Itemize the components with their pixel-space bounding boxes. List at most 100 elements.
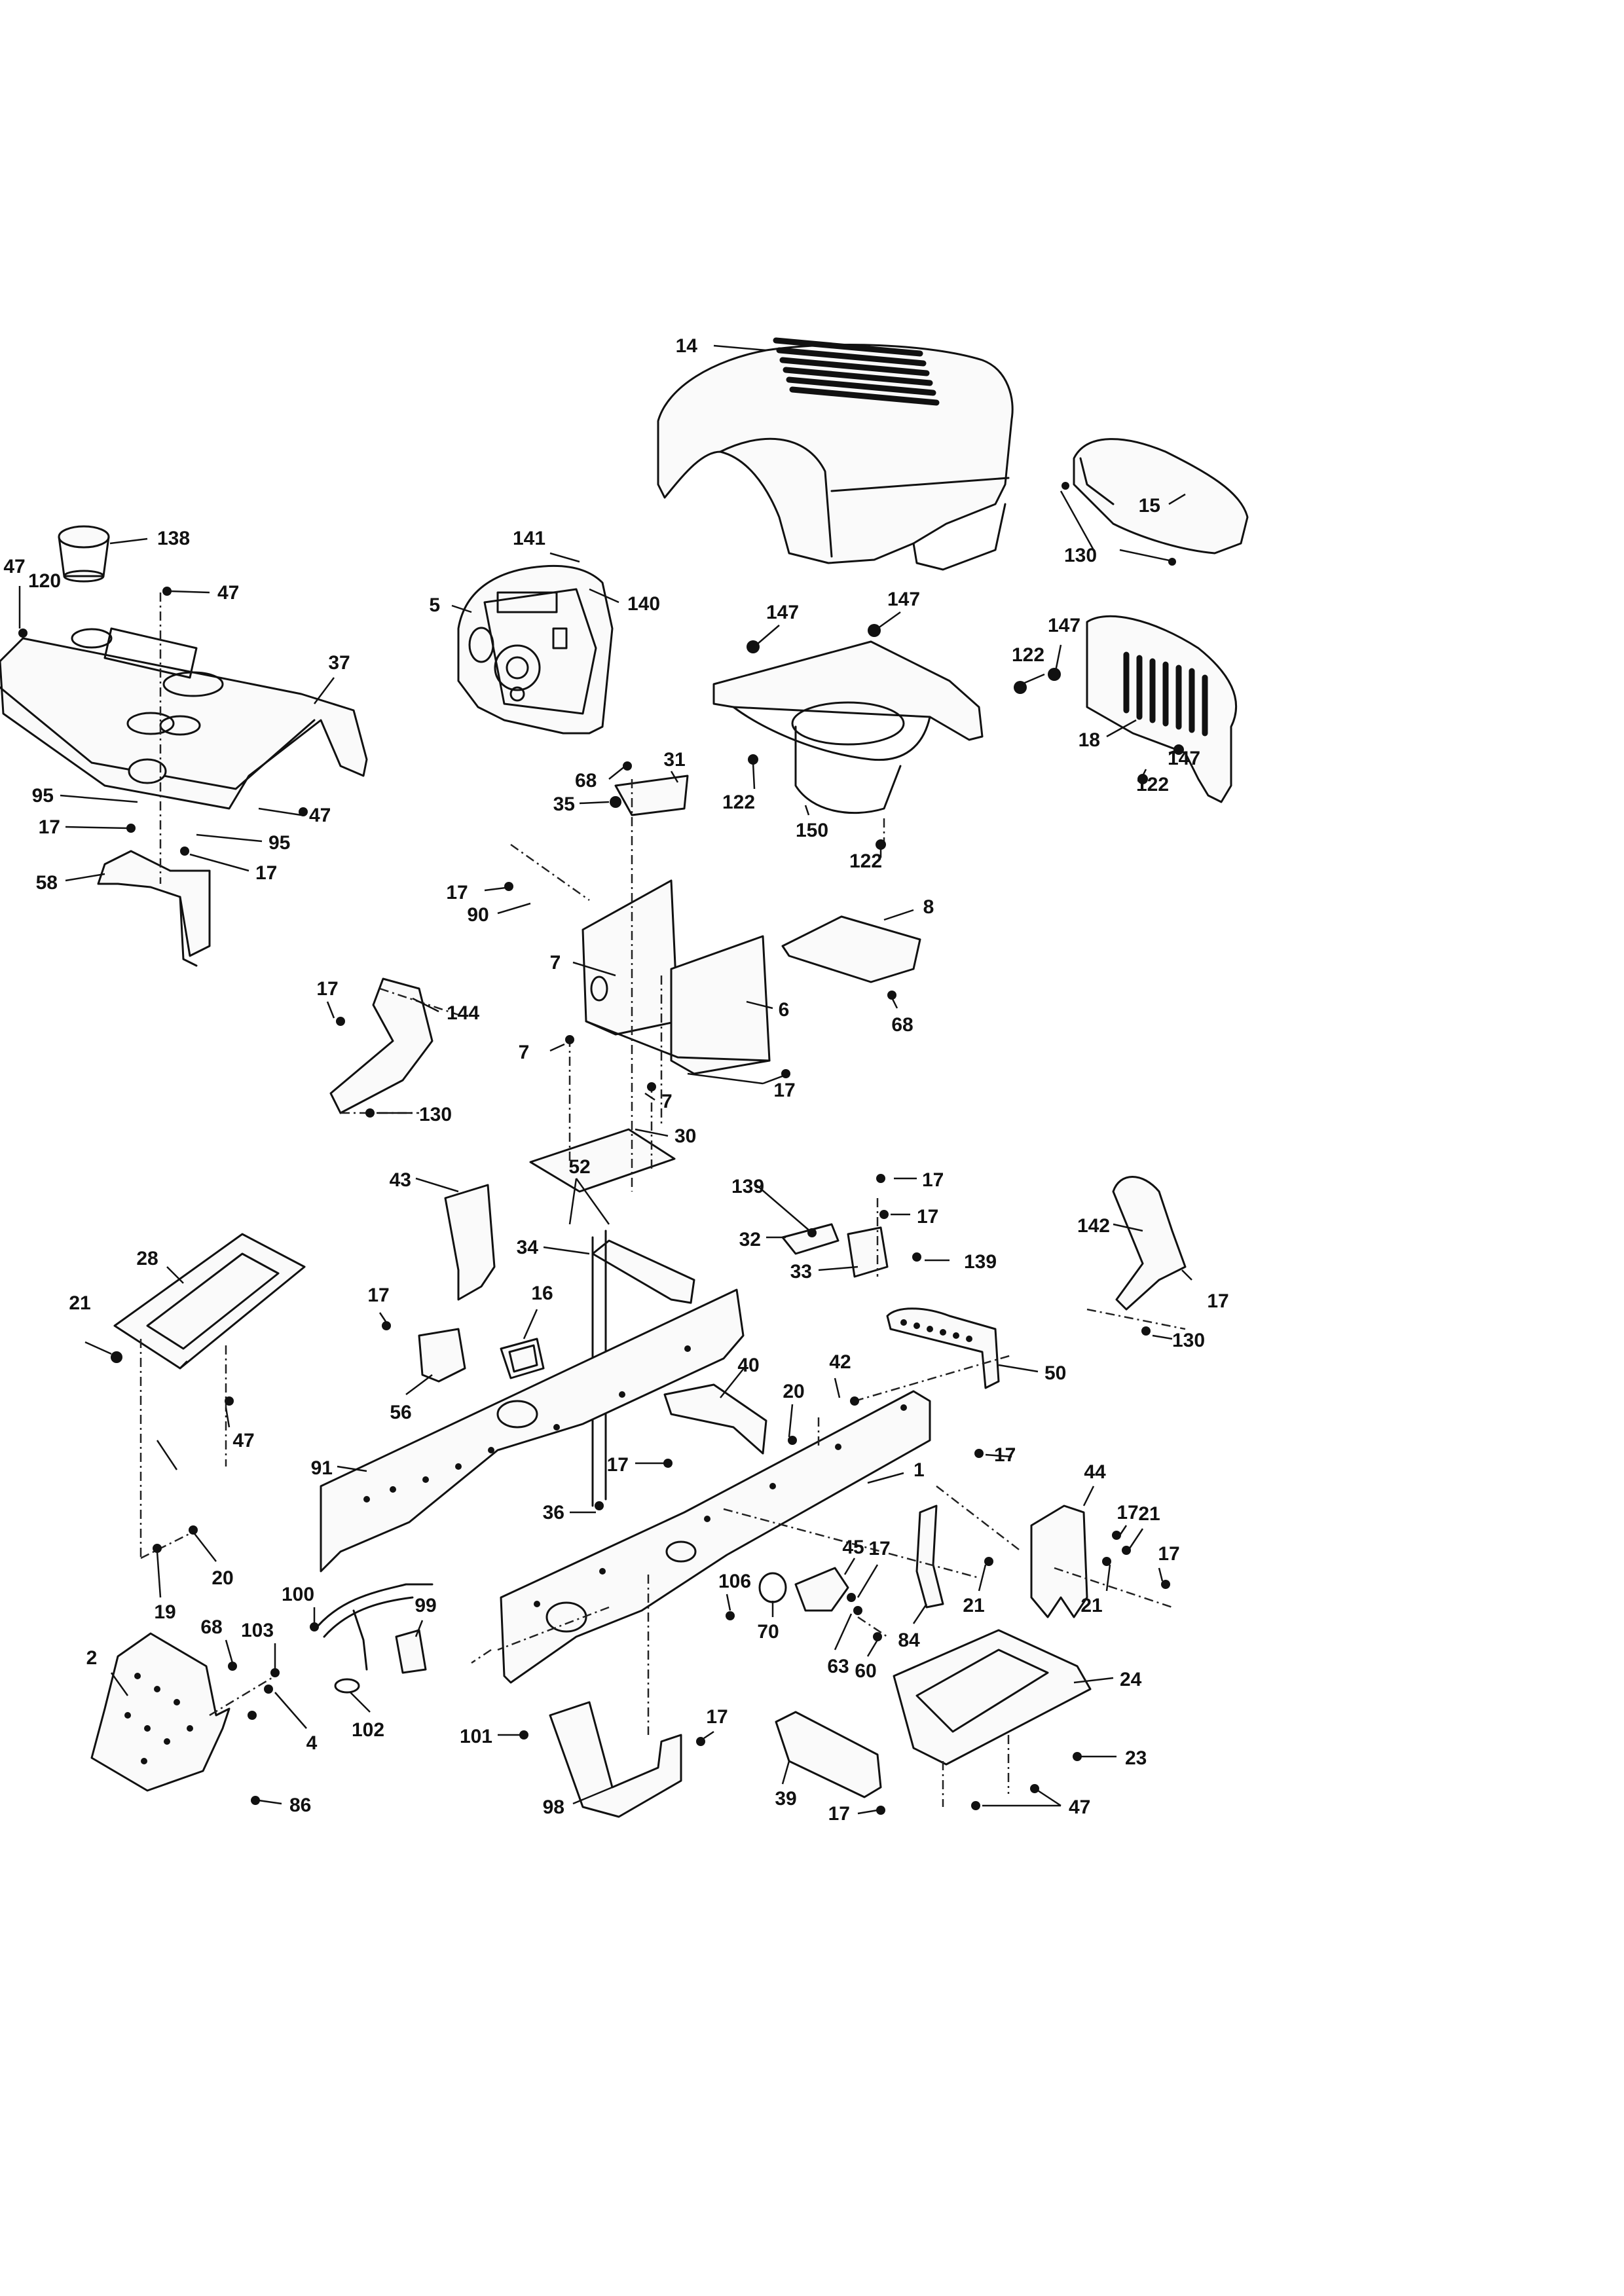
label-21: 21 [1080,1595,1102,1616]
plate-30-part [529,1128,676,1193]
label-99: 99 [415,1595,436,1616]
label-122: 122 [722,792,755,813]
label-139: 139 [731,1176,764,1197]
pin-70-part [758,1572,787,1603]
label-60: 60 [855,1660,876,1682]
frame-left-holes [363,1345,691,1503]
label-19: 19 [154,1601,175,1623]
label-40: 40 [737,1355,759,1376]
label-17: 17 [773,1080,795,1101]
label-122: 122 [1136,774,1169,795]
grille-vent-slots [1123,651,1208,737]
plate-2-holes [124,1673,193,1764]
bracket-84-part [915,1504,944,1609]
label-47: 47 [217,582,239,604]
leader-lines [18,344,1192,1815]
plug-part [58,525,110,583]
bracket-32-part [781,1223,840,1255]
bracket-142-part [1112,1176,1187,1311]
label-47: 47 [309,805,331,826]
bracket-44-part [1030,1504,1088,1618]
plate-2-part [90,1632,231,1792]
hood-vent-slots [773,337,940,406]
label-139: 139 [964,1251,997,1273]
label-56: 56 [390,1402,411,1423]
label-32: 32 [739,1229,761,1250]
label-140: 140 [627,593,660,615]
label-42: 42 [829,1351,851,1373]
label-2: 2 [86,1647,98,1669]
label-17: 17 [706,1706,728,1728]
label-31: 31 [663,749,685,771]
label-63: 63 [827,1656,849,1677]
label-17: 17 [1116,1502,1138,1523]
frame-right-part [500,1390,931,1684]
bracket-39-part [775,1711,882,1798]
frame-right-holes [534,1404,907,1607]
label-17: 17 [828,1803,850,1825]
label-70: 70 [757,1621,779,1643]
label-144: 144 [447,1002,479,1024]
label-50: 50 [1044,1362,1066,1384]
label-147: 147 [1048,615,1080,636]
label-95: 95 [32,785,54,807]
label-106: 106 [718,1571,751,1592]
frame-left-part [320,1288,745,1573]
dash-panel-part [0,627,368,810]
label-17: 17 [367,1285,389,1306]
label-43: 43 [390,1169,411,1191]
label-21: 21 [69,1292,90,1314]
label-34: 34 [517,1237,539,1258]
label-15: 15 [1139,495,1160,517]
label-68: 68 [891,1014,913,1036]
label-7: 7 [519,1042,530,1063]
label-35: 35 [553,793,575,815]
label-17: 17 [868,1538,890,1559]
control-console-part [457,564,614,735]
label-122: 122 [849,850,882,872]
label-47: 47 [3,556,25,577]
label-100: 100 [282,1584,314,1605]
label-17: 17 [607,1454,629,1476]
grommet-16-part [500,1338,545,1379]
label-30: 30 [674,1125,696,1147]
label-28: 28 [136,1248,158,1269]
label-17: 17 [39,816,60,838]
label-39: 39 [775,1788,796,1810]
label-7: 7 [661,1091,673,1112]
label-20: 20 [783,1381,804,1402]
label-17: 17 [994,1444,1016,1466]
step-plate-right-part [893,1629,1092,1766]
bracket-58-part [97,850,211,967]
label-130: 130 [1064,545,1097,566]
label-52: 52 [568,1156,590,1178]
seat-pan-part [712,640,984,814]
grille-front-part [1086,615,1238,803]
label-44: 44 [1084,1461,1106,1483]
label-17: 17 [316,978,338,1000]
label-17: 17 [922,1169,944,1191]
label-147: 147 [766,602,799,623]
part-labels: 14 15 130 138 47 120 47 141 140 5 37 147… [3,335,1228,1825]
label-58: 58 [36,872,58,894]
hitch-45-part [794,1567,849,1612]
label-101: 101 [460,1726,492,1747]
label-102: 102 [352,1719,384,1741]
label-20: 20 [212,1567,233,1589]
bracket-98-part [549,1701,682,1818]
label-150: 150 [796,820,828,841]
label-7: 7 [550,952,561,974]
bracket-40-part [663,1383,767,1455]
label-142: 142 [1077,1215,1110,1237]
label-122: 122 [1012,644,1044,666]
label-17: 17 [1207,1290,1228,1312]
label-4: 4 [306,1732,318,1754]
label-17: 17 [917,1206,938,1228]
bracket-43-part [444,1184,496,1301]
label-33: 33 [790,1261,812,1283]
label-16: 16 [531,1283,553,1304]
label-14: 14 [676,335,698,357]
label-5: 5 [429,594,440,616]
label-17: 17 [446,882,468,903]
label-147: 147 [887,589,920,610]
